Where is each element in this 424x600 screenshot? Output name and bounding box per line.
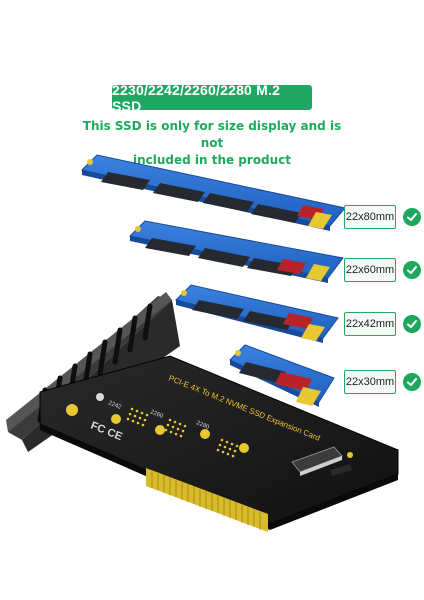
- ssd-2230: [229, 344, 335, 407]
- ssd-2242: [175, 284, 339, 343]
- disclaimer-note: This SSD is only for size display and is…: [82, 118, 342, 169]
- size-tag-60: 22x60mm: [344, 258, 396, 282]
- check-icon: [403, 315, 421, 333]
- size-row-60: 22x60mm: [344, 258, 421, 282]
- check-icon: [403, 208, 421, 226]
- disclaimer-line-1: This SSD is only for size display and is…: [82, 119, 342, 150]
- size-row-30: 22x30mm: [344, 370, 421, 394]
- size-tag-80: 22x80mm: [344, 205, 396, 229]
- check-icon: [403, 261, 421, 279]
- expansion-card: PCI-E 4X To M.2 NVME SSD Expansion Card …: [39, 355, 399, 532]
- size-row-80: 22x80mm: [344, 205, 421, 229]
- hole-label-2260: 2260: [149, 409, 164, 420]
- size-row-42: 22x42mm: [344, 312, 421, 336]
- ssd-2260: [128, 220, 344, 283]
- size-tag-30: 22x30mm: [344, 370, 396, 394]
- disclaimer-line-2: included in the product: [132, 153, 292, 167]
- hole-label-2280: 2280: [195, 420, 210, 431]
- size-banner: 2230/2242/2260/2280 M.2 SSD: [112, 82, 312, 114]
- check-icon: [403, 373, 421, 391]
- hole-label-2242: 2242: [107, 400, 122, 411]
- ssd-2280: [81, 154, 346, 231]
- size-tag-42: 22x42mm: [344, 312, 396, 336]
